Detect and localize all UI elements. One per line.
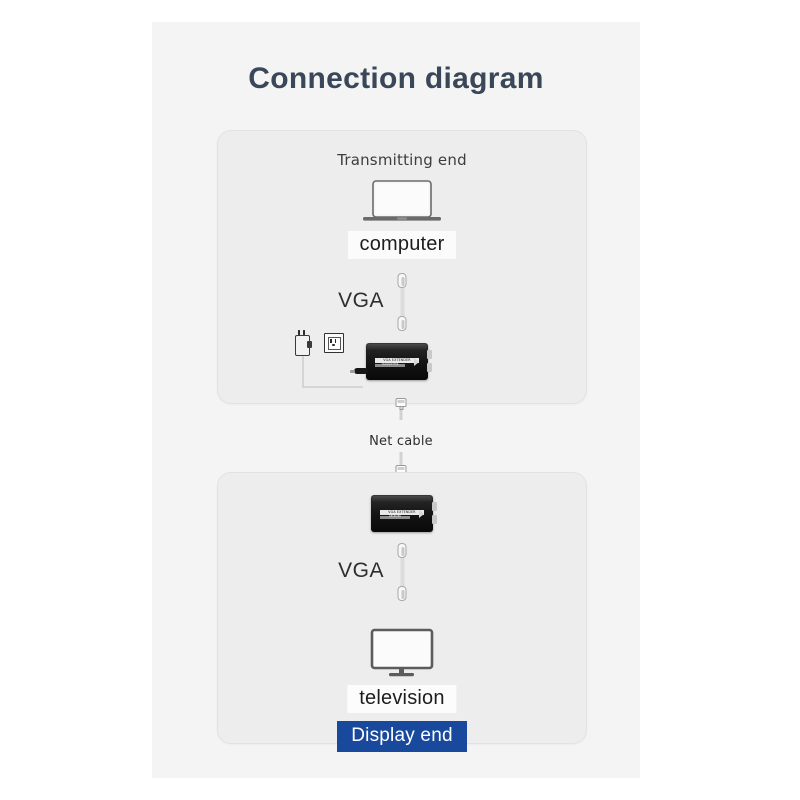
display-end-panel: VGA EXTENDER RECEIVER VGA — [217, 472, 587, 752]
extender-sub-text: TRANSMITTER — [381, 363, 399, 366]
extender-port-upper-receiver — [432, 502, 437, 511]
vga-connector-top — [397, 273, 407, 288]
adapter-prong-right — [303, 330, 305, 335]
vga-wire-display — [400, 558, 404, 586]
net-cable-wire-lower — [399, 452, 403, 465]
adapter-cable-nub — [307, 341, 312, 348]
transmitting-end-panel: Transmitting end computer — [217, 130, 587, 404]
outlet-slot-left — [330, 338, 332, 343]
net-cable-label: Net cable — [369, 434, 433, 449]
vga-connector-bottom-display — [397, 586, 407, 601]
extender-top-sheen — [367, 344, 427, 351]
extender-arrow-icon — [414, 358, 419, 366]
vga-cable-icon — [397, 273, 407, 331]
rj45-connector-top — [395, 398, 407, 420]
extender-port-upper — [427, 350, 432, 359]
extender-brand-text: VGA EXTENDER — [383, 358, 411, 362]
extender-arrow-icon-receiver — [419, 510, 424, 518]
display-end-badge: Display end — [337, 721, 467, 752]
vga-extender-box-receiver: VGA EXTENDER RECEIVER — [371, 495, 437, 532]
vga-label-display: VGA — [338, 559, 384, 582]
tv-icon — [370, 628, 434, 683]
vga-connector-top-display — [397, 543, 407, 558]
net-cable-zone: Net cable — [217, 398, 585, 477]
adapter-prong-left — [297, 330, 300, 335]
extender-top-sheen-receiver — [372, 496, 432, 503]
vga-cable-icon-display — [397, 543, 407, 601]
extender-power-jack — [354, 368, 368, 374]
vga-wire — [400, 288, 404, 316]
page-title: Connection diagram — [248, 62, 544, 95]
extender-port-lower — [427, 363, 432, 372]
extender-label-strip — [375, 358, 419, 363]
television-label: television — [347, 685, 457, 713]
computer-label-wrap: computer — [218, 231, 586, 259]
rj45-head-wrap — [395, 398, 407, 410]
extender-sub-strip — [375, 364, 405, 367]
connection-diagram-card: Connection diagram Transmitting end comp… — [152, 22, 640, 778]
rj45-connector-bottom — [395, 452, 407, 477]
extender-sub-strip-receiver — [380, 516, 410, 519]
outlet-slot-right — [334, 338, 337, 343]
computer-label: computer — [347, 231, 457, 259]
vga-extender-box-transmitter: VGA EXTENDER TRANSMITTER — [350, 343, 432, 380]
rj45-pins-lower — [397, 466, 405, 470]
laptop-icon — [361, 179, 443, 232]
rj45-pins — [397, 399, 405, 403]
extender-power-jack-tip — [350, 369, 355, 373]
vga-connector-bottom — [397, 316, 407, 331]
transmitting-end-caption: Transmitting end — [337, 151, 467, 169]
extender-brand-text-receiver: VGA EXTENDER — [388, 510, 416, 514]
vga-label-transmitting: VGA — [338, 289, 384, 312]
extender-sub-text-receiver: RECEIVER — [389, 515, 401, 518]
display-end-badge-wrap: Display end — [218, 721, 586, 752]
extender-label-strip-receiver — [380, 510, 424, 515]
extender-port-lower-receiver — [432, 515, 437, 524]
net-cable-wire-upper — [399, 407, 403, 420]
outlet-slot-ground — [332, 344, 335, 346]
rj45-tab — [399, 406, 403, 410]
extender-body: VGA EXTENDER TRANSMITTER — [366, 343, 428, 380]
